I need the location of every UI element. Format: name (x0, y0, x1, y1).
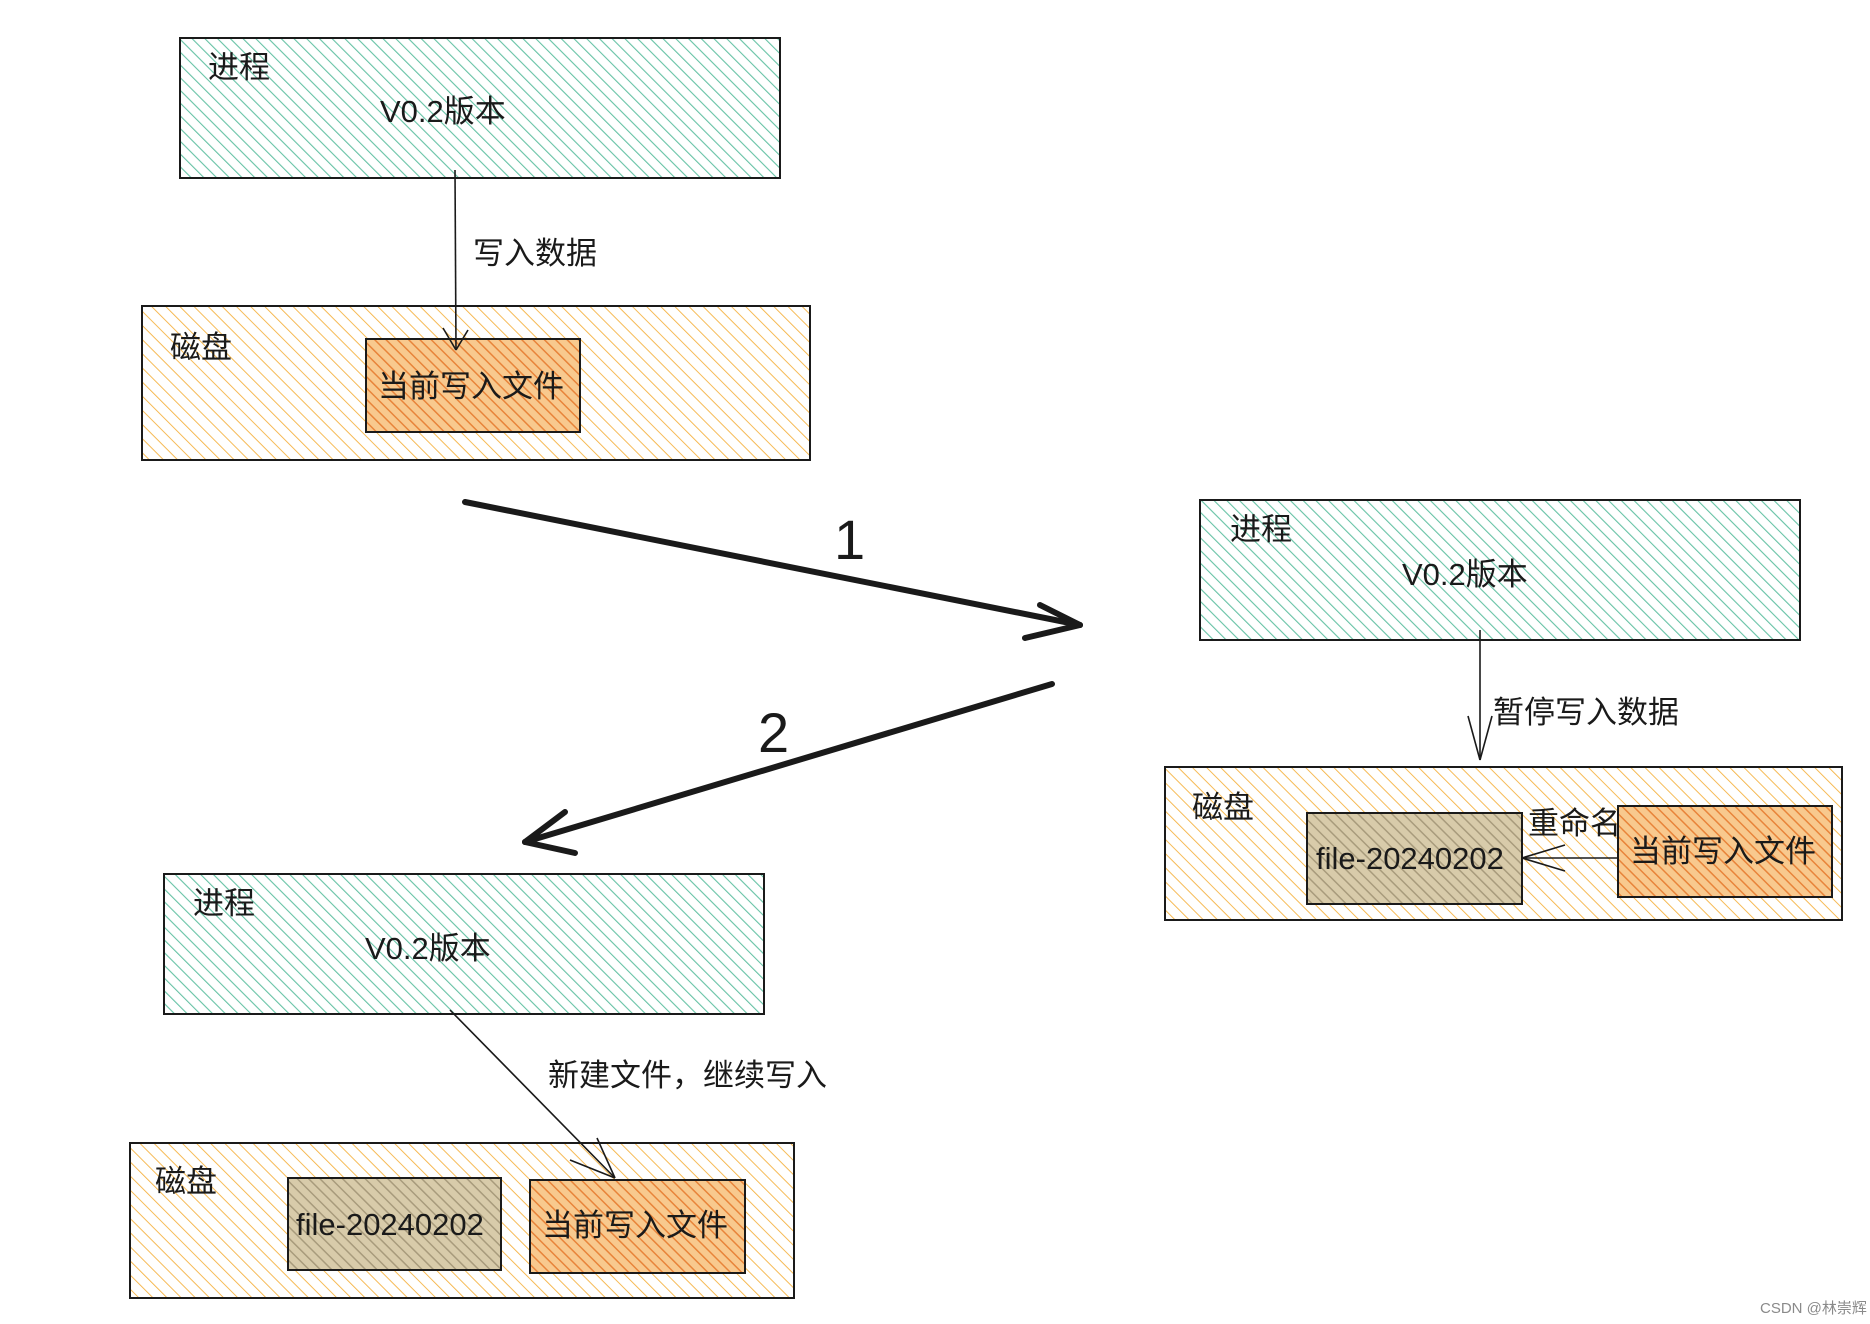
current-file-box-initial (365, 338, 581, 433)
process-title-initial: 进程 (208, 50, 270, 85)
disk-title-rotating: 磁盘 (1192, 790, 1254, 825)
disk-title-initial: 磁盘 (170, 330, 232, 365)
process-version-resumed: V0.2版本 (365, 931, 491, 966)
current-file-label-rotating: 当前写入文件 (1630, 834, 1816, 869)
process-box-rotating (1199, 499, 1801, 641)
archived-file-label-rotating: file-20240202 (1316, 841, 1504, 876)
edge-label-initial: 写入数据 (473, 236, 597, 271)
process-title-resumed: 进程 (193, 886, 255, 921)
write-arrow-initial (442, 169, 469, 351)
step-2-label: 2 (758, 701, 790, 764)
archived-file-box-rotating (1306, 812, 1523, 905)
new-file-write-arrow (449, 1009, 616, 1179)
current-file-label-resumed: 当前写入文件 (542, 1208, 728, 1243)
pause-write-arrow (1467, 630, 1493, 761)
process-title-rotating: 进程 (1230, 512, 1292, 547)
rename-label: 重命名 (1528, 806, 1621, 841)
process-box-resumed (163, 873, 765, 1015)
edge-label-resumed: 新建文件，继续写入 (548, 1058, 827, 1093)
watermark: CSDN @林崇辉 (1760, 1300, 1867, 1317)
process-version-initial: V0.2版本 (380, 94, 506, 129)
disk-title-resumed: 磁盘 (155, 1164, 217, 1199)
rename-arrow (1521, 844, 1618, 872)
step-1-arrow (462, 499, 1083, 641)
archived-file-label-resumed: file-20240202 (296, 1207, 484, 1242)
archived-file-box-resumed (287, 1177, 502, 1271)
step-2-arrow (522, 681, 1055, 856)
process-box-initial (179, 37, 781, 179)
step-1-label: 1 (834, 508, 866, 571)
current-file-box-rotating (1617, 805, 1833, 898)
current-file-label-initial: 当前写入文件 (378, 369, 564, 404)
process-version-rotating: V0.2版本 (1402, 557, 1528, 592)
current-file-box-resumed (529, 1179, 746, 1274)
edge-label-rotating: 暂停写入数据 (1493, 695, 1679, 730)
